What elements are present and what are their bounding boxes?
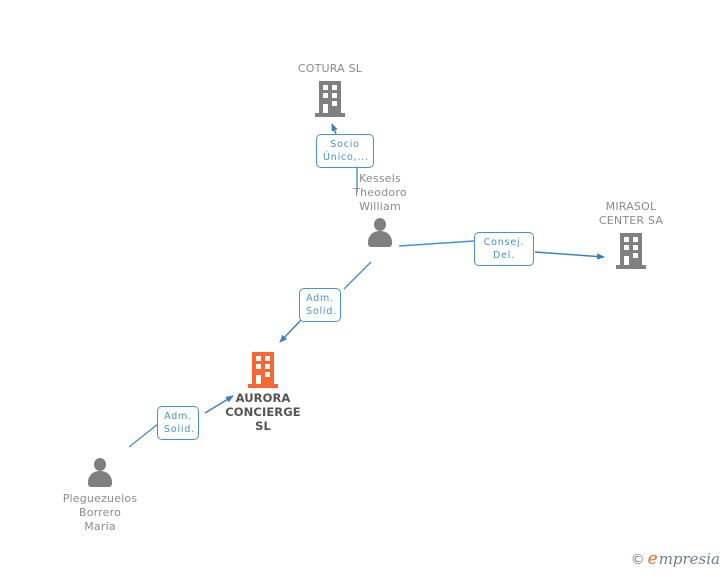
building-icon bbox=[248, 352, 278, 388]
relation-chip-socio-unico[interactable]: Socio Único,... bbox=[316, 134, 374, 168]
copyright-icon: © bbox=[630, 551, 645, 568]
person-icon bbox=[86, 458, 114, 488]
node-kessels-theodoro-william[interactable]: Kessels Theodoro William bbox=[332, 172, 428, 248]
node-label-aurora: AURORA CONCIERGE SL bbox=[225, 391, 301, 433]
relation-chip-consej-del[interactable]: Consej. Del. bbox=[474, 232, 534, 266]
person-icon bbox=[366, 218, 394, 248]
node-cotura-sl[interactable]: COTURA SL bbox=[275, 62, 385, 117]
node-label-mirasol: MIRASOL CENTER SA bbox=[598, 200, 664, 227]
node-pleguezuelos-borrero-maria[interactable]: Pleguezuelos Borrero Maria bbox=[48, 458, 152, 534]
edge-pleguezuelos-adm bbox=[128, 423, 159, 448]
watermark-brand-text: mpresia bbox=[658, 550, 720, 568]
watermark-empresia: © e mpresia bbox=[631, 551, 720, 568]
node-label-pleguezuelos: Pleguezuelos Borrero Maria bbox=[62, 492, 138, 533]
edge-adm2-aurora bbox=[204, 395, 234, 414]
building-icon bbox=[616, 233, 646, 269]
node-label-cotura: COTURA SL bbox=[297, 62, 363, 75]
building-icon bbox=[315, 81, 345, 117]
relation-chip-adm-solid-pleguezuelos[interactable]: Adm. Solid. bbox=[157, 406, 199, 440]
edge-socio-cotura bbox=[331, 123, 338, 135]
edge-kessels-adm bbox=[343, 261, 372, 290]
node-mirasol-center-sa[interactable]: MIRASOL CENTER SA bbox=[578, 200, 684, 269]
edge-kessels-consej bbox=[398, 240, 475, 247]
edge-consej-mirasol bbox=[534, 251, 605, 260]
node-label-kessels: Kessels Theodoro William bbox=[353, 172, 407, 213]
relation-chip-adm-solid-kessels[interactable]: Adm. Solid. bbox=[299, 288, 341, 322]
edge-adm-aurora bbox=[279, 319, 302, 343]
node-aurora-concierge-sl[interactable]: AURORA CONCIERGE SL bbox=[210, 352, 316, 433]
watermark-brand-initial: e bbox=[647, 549, 658, 569]
